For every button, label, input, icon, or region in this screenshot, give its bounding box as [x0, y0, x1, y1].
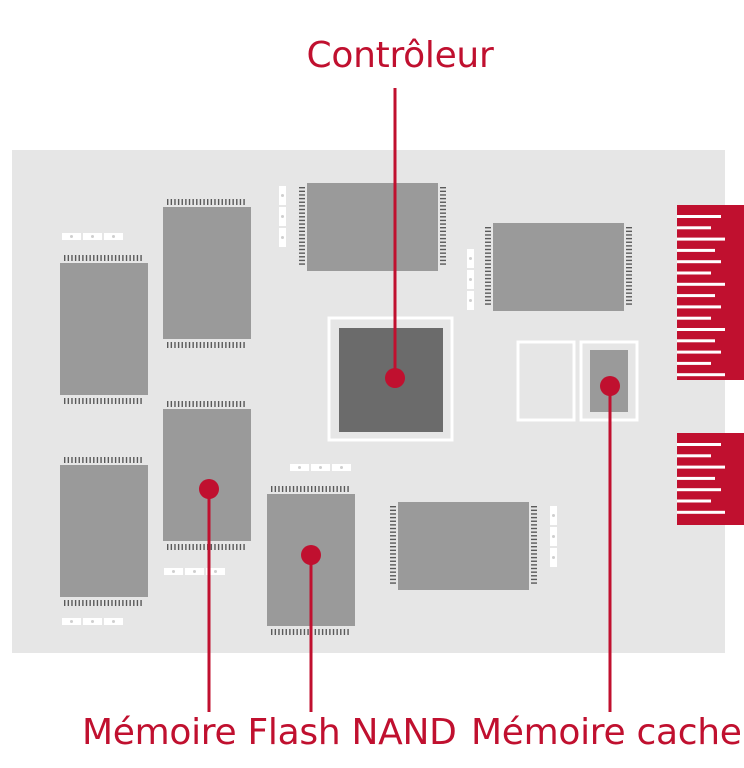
- circle-dot-icon: [600, 376, 620, 396]
- nand-flash-chip: [60, 255, 148, 404]
- connector-pin: [677, 499, 711, 503]
- chip-pins: [390, 506, 537, 584]
- controller-label: Contrôleur: [306, 35, 494, 76]
- connector-pin: [677, 488, 721, 492]
- connector-pin: [677, 476, 715, 480]
- edge-connector-icon: [677, 205, 744, 525]
- connector-pin: [677, 373, 725, 377]
- connector-pin: [677, 328, 725, 331]
- connector-pin: [677, 465, 725, 469]
- circle-dot-icon: [301, 545, 321, 565]
- smd-components: [467, 249, 474, 310]
- chip-pins: [271, 486, 349, 635]
- chip-body: [398, 502, 529, 590]
- chip-pins: [167, 199, 245, 348]
- nand-flash-chip: [390, 502, 537, 590]
- connector-pin: [677, 316, 711, 320]
- connector-pin: [677, 226, 711, 230]
- chip-pins: [485, 227, 632, 305]
- smd-components: [550, 506, 557, 567]
- chip-pins: [64, 255, 142, 404]
- smd-components: [290, 464, 351, 471]
- chip-pins: [167, 401, 245, 550]
- connector-pin: [677, 305, 721, 309]
- circle-dot-icon: [199, 479, 219, 499]
- cache-memory-label: Mémoire cache: [471, 712, 742, 753]
- chip-pins: [299, 187, 446, 265]
- connector-pin: [677, 271, 711, 275]
- smd-components: [62, 618, 123, 625]
- connector-pin: [677, 350, 721, 354]
- smd-components: [164, 568, 225, 575]
- connector-pin: [677, 294, 715, 298]
- nand-flash-chip: [163, 199, 251, 348]
- chip-body: [163, 207, 251, 339]
- connector-pin: [677, 454, 711, 458]
- chip-body: [163, 409, 251, 541]
- connector-body: [677, 205, 744, 380]
- callouts-layer: [199, 88, 620, 712]
- chip-body: [60, 465, 148, 597]
- chip-body: [493, 223, 624, 311]
- nand-flash-chip: [485, 223, 632, 311]
- chip-body: [60, 263, 148, 395]
- connector-pin: [677, 215, 721, 218]
- connector-pin: [677, 443, 721, 446]
- smd-components: [279, 186, 286, 247]
- connector-pin: [677, 510, 725, 514]
- chip-pins: [64, 457, 142, 606]
- nand-flash-chip: [299, 183, 446, 271]
- nand-flash-chip: [163, 401, 251, 550]
- smd-components: [62, 233, 123, 240]
- chips-layer: [60, 183, 639, 635]
- connector-pin: [677, 260, 721, 264]
- connector-pin: [677, 282, 725, 286]
- connector-pin: [677, 237, 725, 241]
- nand-flash-label: Mémoire Flash NAND: [82, 712, 457, 753]
- connector-pin: [677, 339, 715, 343]
- chip-body: [307, 183, 438, 271]
- nand-flash-chip: [60, 457, 148, 606]
- connector-pin: [677, 248, 715, 252]
- circle-dot-icon: [385, 368, 405, 388]
- connector-pin: [677, 361, 711, 365]
